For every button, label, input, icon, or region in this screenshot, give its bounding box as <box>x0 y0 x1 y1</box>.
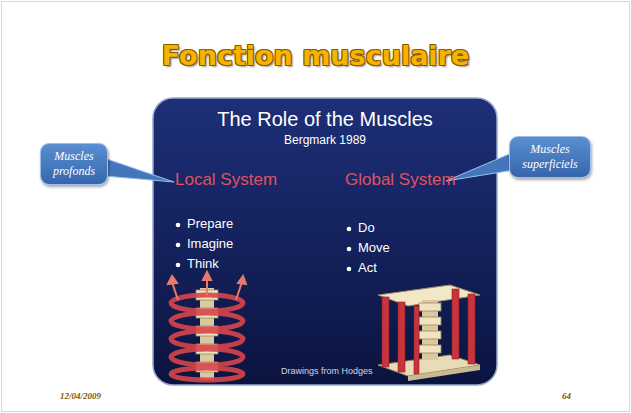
callout-bubble: Muscles profonds <box>40 143 108 185</box>
callout-text: Muscles profonds <box>45 149 103 179</box>
credit-note: Drawings from Hodges <box>281 366 373 377</box>
bullet-item: Move <box>358 240 390 256</box>
global-spine-drawing <box>378 285 480 381</box>
bullet-item: Act <box>358 260 377 276</box>
slide-title: Fonction musculaire <box>0 40 631 71</box>
system-heading: Global System <box>345 170 456 190</box>
panel-subheading: Bergmark 1989 <box>153 132 497 148</box>
local-spine-drawing <box>168 272 246 380</box>
bullet-item: Do <box>358 220 375 236</box>
panel-heading: The Role of the Muscles <box>153 106 497 132</box>
page-number: 64 <box>562 391 571 402</box>
panel-ground <box>153 98 497 385</box>
callout-tail <box>446 152 514 181</box>
callout-bubble: Muscles superficiels <box>509 136 591 178</box>
callout-text: Muscles superficiels <box>514 142 586 172</box>
bullet-item: Think <box>187 256 219 272</box>
bullet-item: Prepare <box>187 216 233 232</box>
date-footer: 12/04/2009 <box>60 391 101 402</box>
callout-tail <box>104 158 174 182</box>
bullet-item: Imagine <box>187 236 233 252</box>
system-heading: Local System <box>175 170 277 190</box>
